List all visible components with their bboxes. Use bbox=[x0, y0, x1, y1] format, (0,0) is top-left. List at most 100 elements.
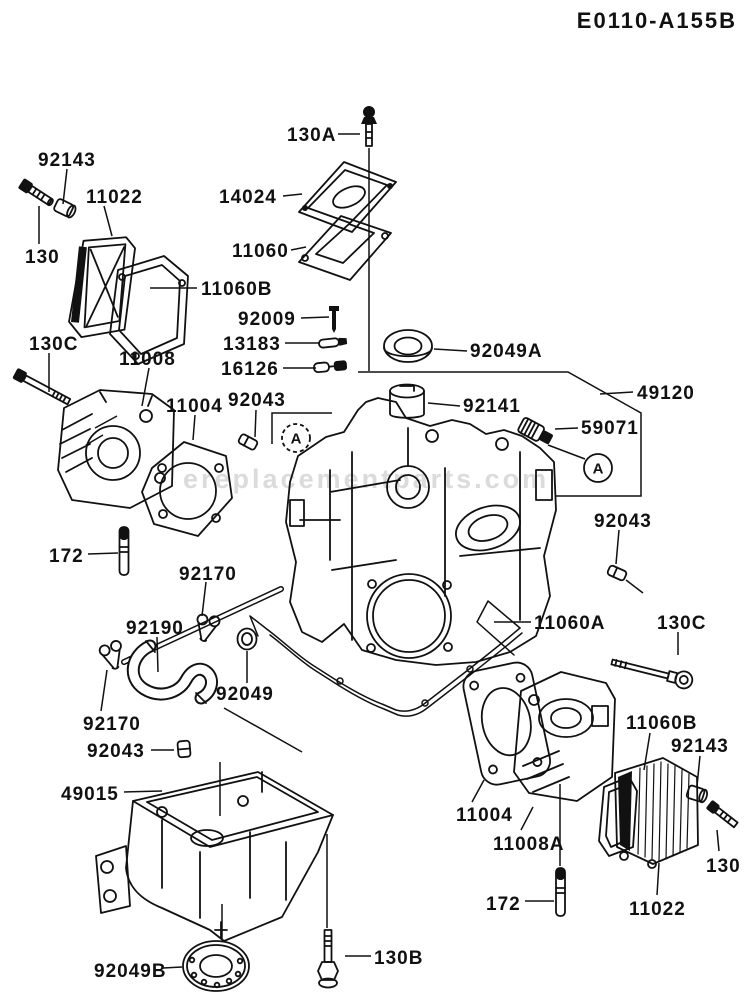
head-gasket-11004-left bbox=[141, 441, 233, 537]
part-label-92049b-35: 92049B bbox=[94, 961, 167, 982]
leader-line-11004-28 bbox=[471, 779, 485, 803]
part-label-16126-9: 16126 bbox=[221, 359, 279, 380]
part-label-172-33: 172 bbox=[486, 894, 521, 915]
callout-a-1: A bbox=[583, 453, 613, 483]
breather-plate-14024 bbox=[298, 161, 397, 233]
leader-line-92141-12 bbox=[427, 402, 461, 407]
part-label-92143-31: 92143 bbox=[671, 736, 729, 757]
svg-text:A: A bbox=[593, 461, 604, 478]
part-label-11060a-22: 11060A bbox=[534, 613, 606, 634]
leader-line-49015-27 bbox=[123, 790, 163, 793]
leader-line-59071-13 bbox=[554, 427, 579, 430]
breather-hose-92190 bbox=[126, 639, 218, 705]
leader-line-92043-24 bbox=[615, 529, 620, 565]
leader-line-92049b-35 bbox=[162, 966, 183, 969]
leader-line-14024-4 bbox=[282, 193, 303, 197]
part-label-92170-25: 92170 bbox=[83, 714, 141, 735]
part-label-92043-14: 92043 bbox=[228, 390, 286, 411]
part-label-59071-13: 59071 bbox=[581, 418, 639, 439]
bolt-130-right bbox=[706, 800, 739, 829]
leader-line-92143-31 bbox=[696, 755, 701, 787]
leader-line-92043-14 bbox=[254, 409, 257, 438]
valve-cover-11022-right bbox=[614, 757, 699, 869]
oil-seal-92049B bbox=[182, 921, 250, 992]
crankcase-gasket-11060A bbox=[249, 600, 523, 717]
part-label-92143-0: 92143 bbox=[38, 150, 96, 171]
leader-line-92143-0 bbox=[62, 168, 68, 205]
crankcase-49120 bbox=[285, 397, 557, 666]
bolt-130C-left bbox=[12, 368, 72, 406]
part-label-92049a-10: 92049A bbox=[470, 341, 543, 362]
oil-pan-49015 bbox=[95, 771, 334, 942]
part-label-11060b-30: 11060B bbox=[626, 713, 698, 734]
part-label-49015-27: 49015 bbox=[61, 784, 119, 805]
valve-cover-11022-left bbox=[68, 236, 136, 339]
part-label-11060b-6: 11060B bbox=[201, 279, 273, 300]
dowel-pin-92043-b bbox=[606, 564, 628, 582]
bolt-130B bbox=[317, 929, 339, 989]
part-label-130b-36: 130B bbox=[374, 948, 423, 969]
part-label-14024-4: 14024 bbox=[219, 187, 277, 208]
bolt-130C-right bbox=[610, 658, 694, 690]
stud-172-right bbox=[555, 867, 566, 917]
clamp-92170-lower bbox=[98, 640, 122, 670]
gasket-11060 bbox=[298, 215, 392, 281]
screw-92009 bbox=[329, 306, 339, 333]
leader-line-172-18 bbox=[87, 552, 119, 555]
part-label-92141-12: 92141 bbox=[463, 396, 521, 417]
leader-line-11008a-29 bbox=[520, 806, 534, 831]
leader-line-11008-15 bbox=[141, 367, 150, 407]
bolt-130-top-left bbox=[18, 178, 54, 207]
cylinder-head-11008-left bbox=[57, 389, 175, 509]
leader-line-11060b-30 bbox=[643, 732, 651, 771]
leader-line-11022-34 bbox=[656, 862, 660, 896]
part-label-11022-1: 11022 bbox=[86, 187, 143, 208]
dowel-pin-92043-c bbox=[176, 739, 192, 759]
stud-172-left bbox=[118, 526, 130, 576]
gasket-11060B-left bbox=[109, 255, 189, 365]
part-label-11008a-29: 11008A bbox=[493, 834, 565, 855]
collar-92143-right bbox=[685, 784, 709, 804]
leader-line-49120-11 bbox=[599, 391, 634, 395]
part-label-130-32: 130 bbox=[706, 856, 741, 877]
leader-line-92170-25 bbox=[100, 669, 108, 712]
part-label-11004-28: 11004 bbox=[456, 805, 513, 826]
leader-line-11004-17 bbox=[192, 414, 196, 441]
part-label-92190-20: 92190 bbox=[126, 618, 184, 639]
leader-line-92049a-10 bbox=[433, 348, 468, 352]
cylinder-head-11008A-right bbox=[513, 671, 616, 802]
part-label-11022-34: 11022 bbox=[629, 899, 686, 920]
leader-line-130-32 bbox=[716, 829, 720, 852]
leader-line-92190-20 bbox=[156, 636, 159, 673]
part-label-49120-11: 49120 bbox=[637, 383, 695, 404]
grommet-92049 bbox=[236, 627, 258, 651]
collar-92143-left bbox=[53, 198, 77, 219]
part-label-172-18: 172 bbox=[49, 546, 84, 567]
clamp-92170-upper bbox=[196, 613, 221, 642]
part-label-92043-26: 92043 bbox=[87, 741, 145, 762]
pin-16126 bbox=[313, 360, 348, 374]
part-label-130-2: 130 bbox=[25, 247, 60, 268]
page-title: E0110-A155B bbox=[576, 8, 737, 33]
leader-line-11060-5 bbox=[290, 246, 307, 251]
pin-13183 bbox=[318, 337, 348, 349]
plug-59071 bbox=[517, 417, 553, 445]
leader-line-11022-1 bbox=[103, 205, 113, 237]
part-label-130a-3: 130A bbox=[287, 125, 336, 146]
head-gasket-11004-right bbox=[462, 661, 551, 786]
part-label-11060-5: 11060 bbox=[232, 241, 289, 262]
leader-line-92170-19 bbox=[201, 581, 207, 617]
part-label-92009-7: 92009 bbox=[238, 309, 296, 330]
bolt-130A bbox=[361, 106, 377, 147]
oil-seal-92049A bbox=[383, 329, 433, 363]
part-label-11008-15: 11008 bbox=[119, 349, 176, 370]
dowel-pin-92043-a bbox=[237, 433, 259, 451]
part-label-130c-16: 130C bbox=[29, 334, 78, 355]
part-label-13183-8: 13183 bbox=[223, 334, 281, 355]
part-label-130c-23: 130C bbox=[657, 613, 706, 634]
part-label-11004-17: 11004 bbox=[166, 396, 223, 417]
watermark-text: ereplacementparts.com bbox=[183, 464, 550, 494]
part-label-92049-21: 92049 bbox=[216, 684, 274, 705]
